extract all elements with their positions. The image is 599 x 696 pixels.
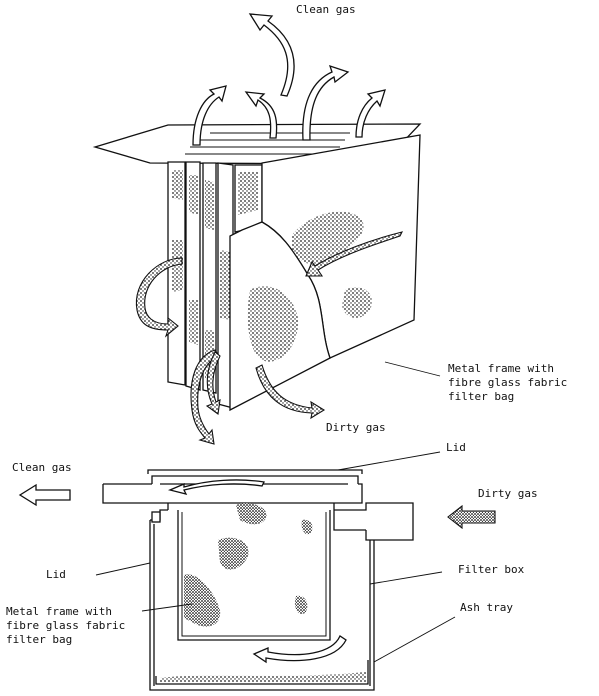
lid-side-label: Lid [46,568,66,581]
lid-side-bracket [151,511,161,523]
lid-top-label: Lid [446,441,466,454]
dirty-gas-label-bottom: Dirty gas [478,487,538,500]
filter-frames [167,161,263,409]
frame-label-top-3: filter bag [448,390,514,403]
filter-box-label: Filter box [458,563,525,576]
dirty-gas-label-top: Dirty gas [326,421,386,434]
frame-label-top-1: Metal frame with [448,362,554,375]
frame-label-bottom-1: Metal frame with [6,605,112,618]
frame-label-bottom-2: fibre glass fabric [6,619,125,632]
filter-box-outline [149,520,375,691]
dirty-gas-arrows-top [135,231,404,445]
perspective-view: Clean gas Dirty gas Metal frame with fib… [92,3,567,445]
lid-side-leader [95,562,151,576]
clean-gas-arrow [18,483,71,507]
clean-gas-arrows-top [192,13,386,146]
lid-outline [147,469,363,474]
ash-tray [155,660,369,685]
frame-label-top-2: fibre glass fabric [448,376,567,389]
ash-tray-label: Ash tray [460,601,513,614]
filter-frame-section [177,510,331,641]
internal-flow-arrow-bottom [252,635,347,664]
inlet-duct [334,502,414,541]
frame-leader-bottom [141,603,193,612]
frame-label-bottom-3: filter bag [6,633,72,646]
filter-box-leader [369,571,443,585]
ash-tray-leader [373,616,456,663]
clean-gas-label-top: Clean gas [296,3,356,16]
frame-leader-top [384,361,441,377]
outlet-duct [102,483,363,504]
lid-top-leader [337,451,441,471]
section-view: Clean gas Dirty gas Lid Lid Filter box A… [6,441,538,691]
internal-flow-arrow-top [167,479,265,495]
dirty-gas-arrow [447,504,496,530]
clean-gas-label-bottom: Clean gas [12,461,72,474]
